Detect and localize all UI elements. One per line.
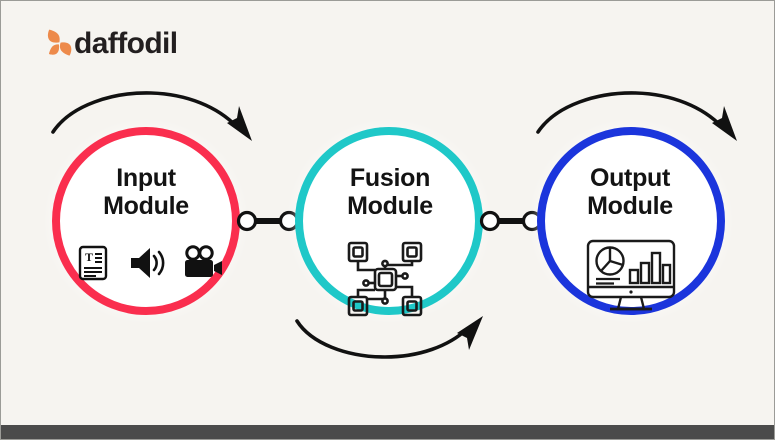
module-input[interactable]: T xyxy=(52,127,240,315)
module-fusion[interactable] xyxy=(295,127,483,317)
speaker-audio-icon xyxy=(131,248,165,278)
video-camera-icon xyxy=(185,245,222,277)
module-output[interactable] xyxy=(537,127,725,315)
text-document-icon: T xyxy=(78,245,108,281)
arrow-over-input-module xyxy=(51,91,252,141)
connector-fusion-to-output xyxy=(479,210,543,232)
footer-bar xyxy=(1,425,774,439)
neural-network-chip-icon xyxy=(347,241,423,317)
arrow-over-output-module xyxy=(536,91,737,141)
svg-text:T: T xyxy=(85,250,93,264)
brand-logo: daffodil xyxy=(47,27,178,61)
dashboard-monitor-chart-icon xyxy=(586,239,676,311)
connector-node-input-side xyxy=(236,210,258,232)
module-output-ring xyxy=(537,127,725,315)
module-fusion-ring xyxy=(295,127,483,315)
connector-node-fusion-left xyxy=(278,210,300,232)
module-input-ring xyxy=(52,127,240,315)
connector-node-fusion-right xyxy=(479,210,501,232)
brand-name: daffodil xyxy=(74,27,178,60)
daffodil-petal-logo-mark xyxy=(47,29,72,56)
connector-input-to-fusion xyxy=(236,210,300,232)
arrow-under-fusion-module xyxy=(295,316,483,359)
